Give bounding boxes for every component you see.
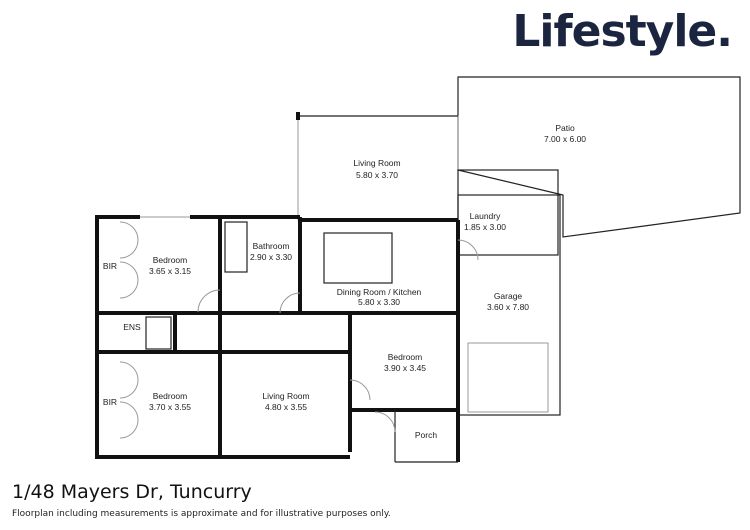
brand-logo: Lifestyle.: [512, 6, 733, 57]
property-address: 1/48 Mayers Dr, Tuncurry: [12, 481, 252, 503]
porch-label: Porch: [415, 430, 437, 440]
bir1-label: BIR: [103, 261, 117, 271]
walls: [95, 215, 460, 463]
bedroom1-size: 3.65 x 3.15: [149, 266, 191, 276]
bedroom3-label: Bedroom: [388, 352, 423, 362]
living-top-size: 5.80 x 3.70: [356, 170, 398, 180]
laundry-label: Laundry: [470, 211, 501, 221]
ens-label: ENS: [123, 322, 141, 332]
patio-size: 7.00 x 6.00: [544, 134, 586, 144]
living-bottom-label: Living Room: [262, 391, 309, 401]
living-top-label: Living Room: [353, 158, 400, 168]
bedroom2-size: 3.70 x 3.55: [149, 402, 191, 412]
bedroom2-label: Bedroom: [153, 391, 188, 401]
bedroom1-label: Bedroom: [153, 255, 188, 265]
laundry-size: 1.85 x 3.00: [464, 222, 506, 232]
disclaimer: Floorplan including measurements is appr…: [12, 509, 391, 519]
living-top-outline: [297, 115, 459, 221]
bathroom-label: Bathroom: [253, 241, 290, 251]
dining-label: Dining Room / Kitchen: [337, 287, 422, 297]
living-bottom-size: 4.80 x 3.55: [265, 402, 307, 412]
door-swings: [119, 221, 479, 439]
bathroom-size: 2.90 x 3.30: [250, 252, 292, 262]
bedroom3-size: 3.90 x 3.45: [384, 363, 426, 373]
patio-label: Patio: [555, 123, 575, 133]
dining-size: 5.80 x 3.30: [358, 297, 400, 307]
bir2-label: BIR: [103, 397, 117, 407]
garage-size: 3.60 x 7.80: [487, 302, 529, 312]
garage-label: Garage: [494, 291, 523, 301]
garage-door: [467, 342, 549, 413]
